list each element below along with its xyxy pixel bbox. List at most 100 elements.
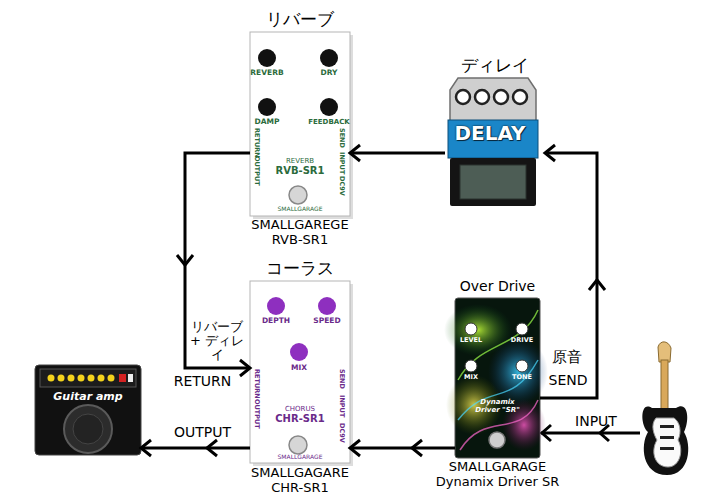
signal-line xyxy=(185,153,250,368)
amp-jack xyxy=(128,374,133,382)
knob xyxy=(465,323,477,335)
arrow-head xyxy=(545,145,555,161)
pedal-caption: SMALLGAGARE CHR-SR1 xyxy=(240,465,360,495)
model-name: RVB-SR1 xyxy=(250,165,350,177)
jack-label: RETURN xyxy=(253,369,260,399)
signal-connector xyxy=(350,145,445,161)
guitar-pickguard xyxy=(653,418,681,467)
pedal-heading: ディレイ xyxy=(445,56,545,76)
model-name: CHR-SR1 xyxy=(250,413,350,425)
guitar-body xyxy=(642,406,688,475)
knob xyxy=(475,90,489,104)
art-curve xyxy=(458,360,538,420)
signal-connector xyxy=(141,440,250,456)
knob xyxy=(513,90,527,104)
pedal-top xyxy=(450,78,536,121)
jack-label: OUTPUT xyxy=(253,399,260,429)
signal-connector xyxy=(177,153,250,376)
connector-label: 原音 xyxy=(543,349,591,366)
knob xyxy=(516,323,528,335)
knob xyxy=(494,90,508,104)
art-curve xyxy=(458,310,538,380)
arrow-head xyxy=(350,440,360,456)
knob-label: DRIVE xyxy=(502,337,542,344)
guitar-neck xyxy=(661,360,668,412)
knob xyxy=(320,98,338,116)
reverb-pedal: リバーブREVERBDRYDAMPFEEDBACKRETURNOUTPUTSEN… xyxy=(250,32,350,216)
signal-connector xyxy=(540,145,605,398)
signal-line xyxy=(540,153,597,398)
pedal-heading: コーラス xyxy=(230,259,370,279)
knob-label: DRY xyxy=(309,69,349,78)
jack-label: INPUT xyxy=(338,152,345,174)
knob-label: FEEDBACK xyxy=(304,118,354,126)
knob xyxy=(318,297,336,315)
knob xyxy=(320,49,338,67)
knob-label: MIX xyxy=(451,374,491,381)
knob-label: LEVEL xyxy=(451,337,491,344)
effect-type: CHORUS xyxy=(250,405,350,413)
knob xyxy=(516,360,528,372)
amp-knob xyxy=(68,375,75,382)
flow-chevron xyxy=(207,440,217,456)
knob-label: MIX xyxy=(279,364,319,373)
knob xyxy=(258,49,276,67)
amp-knob xyxy=(58,375,65,382)
amp-knob xyxy=(88,375,95,382)
connector-label: OUTPUT xyxy=(165,424,240,440)
guitar-amp: Guitar amp xyxy=(35,365,141,455)
port-label: SEND xyxy=(543,372,593,388)
jack-label: DC9V xyxy=(338,176,345,196)
amp-logo: Guitar amp xyxy=(35,391,141,404)
knob xyxy=(258,98,276,116)
brand-name: SMALLGARAGE xyxy=(250,206,350,213)
jack-label: SEND xyxy=(338,128,345,148)
knob-label: DEPTH xyxy=(256,317,296,326)
pedal-body xyxy=(250,281,350,463)
flow-chevron xyxy=(177,255,193,265)
arrow-head xyxy=(240,360,250,376)
amp-knob xyxy=(98,375,105,382)
guitar-pickup xyxy=(660,436,674,439)
jack-label: INPUT xyxy=(338,395,345,417)
pedal-logo: Dynamix Driver "SR" xyxy=(470,398,525,414)
signal-line xyxy=(350,447,455,450)
pedal-caption: SMALLGARAGE Dynamix Driver SR xyxy=(435,459,560,489)
knob-label: TONE xyxy=(502,374,542,381)
knob xyxy=(456,90,470,104)
knob xyxy=(465,360,477,372)
signal-connector xyxy=(350,440,455,456)
pedal-logo: DELAY xyxy=(440,122,540,145)
guitar-pickup xyxy=(660,425,674,428)
knob xyxy=(267,297,285,315)
effect-type: REVERB xyxy=(250,157,350,165)
amp-knob xyxy=(78,375,85,382)
arrow-head xyxy=(542,425,551,441)
footswitch xyxy=(289,186,307,204)
overdrive-pedal: Over DriveLEVELDRIVEMIXTONEDynamix Drive… xyxy=(455,298,540,458)
footswitch xyxy=(489,432,505,448)
knob-label: SPEED xyxy=(307,317,347,326)
port-label: RETURN xyxy=(160,373,245,389)
port-label: INPUT xyxy=(566,413,626,429)
jack-label: SEND xyxy=(338,369,345,389)
knob-label: REVERB xyxy=(247,69,287,78)
flow-chevron xyxy=(589,280,605,290)
jack-label: RETURN xyxy=(253,128,260,158)
arrow-head xyxy=(350,145,360,161)
chorus-pedal: コーラスDEPTHSPEEDMIXRETURNOUTPUTSENDINPUTDC… xyxy=(250,281,350,463)
amp-speaker-cone xyxy=(73,414,103,444)
guitar-headstock xyxy=(658,342,671,362)
guitar-pickup xyxy=(660,447,674,450)
amp-cabinet xyxy=(35,365,141,455)
amp-panel xyxy=(40,369,136,387)
amp-switch xyxy=(119,374,126,382)
rubber-pad xyxy=(460,165,526,199)
flow-chevron xyxy=(412,440,422,456)
input-cable xyxy=(541,432,640,435)
pedal-heading: リバーブ xyxy=(230,10,370,30)
arrow-head xyxy=(141,440,151,456)
amp-knob xyxy=(48,375,55,382)
